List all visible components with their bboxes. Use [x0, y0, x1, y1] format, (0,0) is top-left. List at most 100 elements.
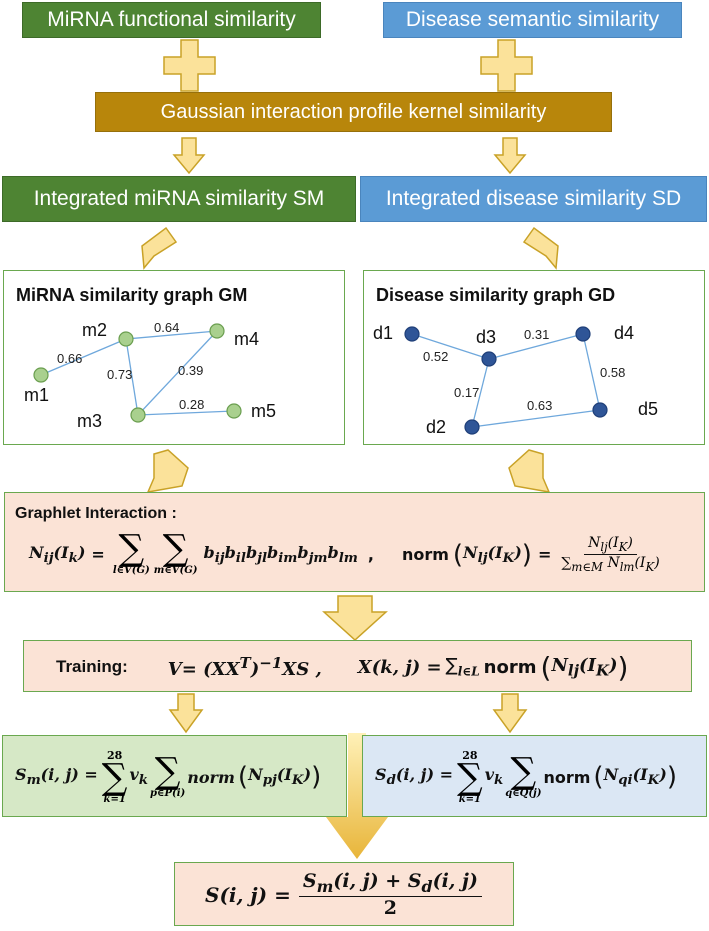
- gaussian-kernel-label: Gaussian interaction profile kernel simi…: [160, 100, 547, 123]
- graph-node-d5: [592, 402, 608, 418]
- graph-edge-d1-d3: [411, 333, 490, 360]
- graph-node-label: d2: [426, 417, 446, 437]
- norm-arg: Nqi(IK): [603, 765, 667, 789]
- paren-open: (: [593, 762, 604, 792]
- graphlet-formula: Nij(Ik) = ∑l∈V(G) ∑m∈V(G) bijbilbjlbimbj…: [29, 528, 664, 577]
- training-formula: Training: V= (XXT)−1XS , X(k, j) = ∑l∈L …: [56, 641, 628, 693]
- graphlet-interaction-box: Graphlet Interaction : Nij(Ik) = ∑l∈V(G)…: [4, 492, 705, 592]
- paren-open: (: [452, 539, 464, 570]
- graph-edge-m2-m4: [125, 330, 218, 340]
- sm-weight: vk: [129, 765, 149, 789]
- mirna-functional-similarity-label: MiRNA functional similarity: [47, 8, 296, 31]
- sum-operator: ∑l∈L: [445, 655, 480, 679]
- graph-node-m3: [130, 407, 146, 423]
- norm-label: norm: [483, 656, 537, 678]
- paren-close: ): [617, 650, 629, 684]
- mirna-functional-similarity-box: MiRNA functional similarity: [22, 2, 321, 38]
- edge-weight-label: 0.66: [57, 351, 82, 366]
- graph-edge-m3-m5: [137, 410, 235, 416]
- integrated-disease-similarity-label: Integrated disease similarity SD: [385, 187, 682, 210]
- norm-arg: Nlj(IK): [463, 542, 522, 567]
- edge-weight-label: 0.64: [154, 320, 179, 335]
- integrated-mirna-similarity-label: Integrated miRNA similarity SM: [33, 187, 325, 210]
- graph-edge-d2-d5: [471, 409, 601, 428]
- edge-weight-label: 0.73: [107, 367, 132, 382]
- graph-node-label: m1: [24, 385, 49, 405]
- final-lhs: S(i, j) =: [205, 883, 291, 907]
- graph-node-label: m3: [77, 411, 102, 431]
- sd-weight: vk: [484, 765, 504, 789]
- plus-icon-left: [163, 39, 216, 92]
- graph-node-label: d1: [373, 323, 393, 343]
- disease-graph-title: Disease similarity graph GD: [376, 285, 616, 305]
- graph-edge-m1-m2: [40, 338, 127, 376]
- down-arrow-icon: [326, 733, 388, 859]
- down-arrow-icon: [172, 137, 527, 175]
- sm-formula: Sm(i, j) = 28∑k=1 vk ∑p∈P(i) norm ( Npj(…: [15, 736, 321, 818]
- graph-node-label: d4: [614, 323, 634, 343]
- graph-edge-d3-d2: [471, 358, 490, 428]
- norm-arg: Nlj(IK): [551, 654, 618, 680]
- edge-weight-label: 0.39: [178, 363, 203, 378]
- plus-icon-right: [480, 39, 533, 92]
- final-fraction: Sm(i, j) + Sd(i, j) 2: [298, 870, 482, 920]
- graphlet-product: bijbilbjlbimbjmblm: [203, 542, 358, 567]
- norm-fraction-numerator: Nlj(IK): [584, 535, 637, 555]
- training-x-formula: X(k, j) =: [357, 656, 442, 678]
- sm-formula-box: Sm(i, j) = 28∑k=1 vk ∑p∈P(i) norm ( Npj(…: [2, 735, 347, 817]
- comma: ,: [367, 545, 374, 564]
- graph-node-m5: [226, 403, 242, 419]
- edge-weight-label: 0.58: [600, 365, 625, 380]
- sum-operator: ∑l∈V(G): [112, 528, 150, 577]
- graph-edge-m2-m3: [125, 338, 139, 416]
- sum-operator: ∑q∈Q(j): [505, 750, 542, 799]
- edge-weight-label: 0.63: [527, 398, 552, 413]
- sd-lhs: Sd(i, j) =: [375, 765, 454, 789]
- graph-edge-d3-d4: [488, 333, 584, 360]
- norm-label: norm: [543, 767, 591, 787]
- sm-lhs: Sm(i, j) =: [15, 765, 98, 789]
- graphlet-lhs: Nij(Ik): [29, 542, 86, 567]
- paren-close: ): [521, 539, 532, 570]
- edge-weight-label: 0.52: [423, 349, 448, 364]
- disease-semantic-similarity-box: Disease semantic similarity: [383, 2, 682, 38]
- graph-edge-m3-m4: [137, 330, 218, 416]
- sum-operator: 28∑k=1: [457, 749, 483, 805]
- norm-label: norm: [401, 545, 449, 564]
- graph-node-m2: [118, 331, 134, 347]
- graph-node-label: m5: [251, 401, 276, 421]
- final-formula-box: S(i, j) = Sm(i, j) + Sd(i, j) 2: [174, 862, 514, 926]
- graph-node-label: m2: [82, 320, 107, 340]
- down-arrow-icon: [168, 693, 528, 734]
- graph-node-d3: [481, 351, 497, 367]
- paren-open: (: [237, 762, 249, 792]
- gaussian-kernel-box: Gaussian interaction profile kernel simi…: [95, 92, 612, 132]
- sum-operator: ∑p∈P(i): [150, 750, 186, 799]
- chevron-down-icon: [141, 226, 559, 493]
- graph-node-m4: [209, 323, 225, 339]
- edge-weight-label: 0.28: [179, 397, 204, 412]
- paren-close: ): [311, 762, 322, 792]
- graph-node-label: d3: [476, 327, 496, 347]
- sum-operator: ∑m∈V(G): [153, 528, 198, 577]
- final-formula: S(i, j) = Sm(i, j) + Sd(i, j) 2: [205, 863, 482, 927]
- sd-formula: Sd(i, j) = 28∑k=1 vk ∑q∈Q(j) norm ( Nqi(…: [375, 736, 677, 818]
- norm-fraction-denominator: ∑m∈M Nlm(IK): [561, 555, 660, 574]
- norm-arg: Npj(IK): [248, 765, 312, 789]
- graph-node-label: d5: [638, 399, 658, 419]
- norm-fraction: Nlj(IK) ∑m∈M Nlm(IK): [557, 535, 663, 574]
- training-box: Training: V= (XXT)−1XS , X(k, j) = ∑l∈L …: [23, 640, 692, 692]
- graph-edge-d4-d5: [582, 333, 601, 411]
- graph-node-d1: [404, 326, 420, 342]
- equals-sign: =: [537, 545, 552, 564]
- graph-node-d2: [464, 419, 480, 435]
- final-fraction-denominator: 2: [383, 896, 397, 919]
- edge-weight-label: 0.17: [454, 385, 479, 400]
- equals-sign: =: [91, 545, 105, 564]
- graph-node-d4: [575, 326, 591, 342]
